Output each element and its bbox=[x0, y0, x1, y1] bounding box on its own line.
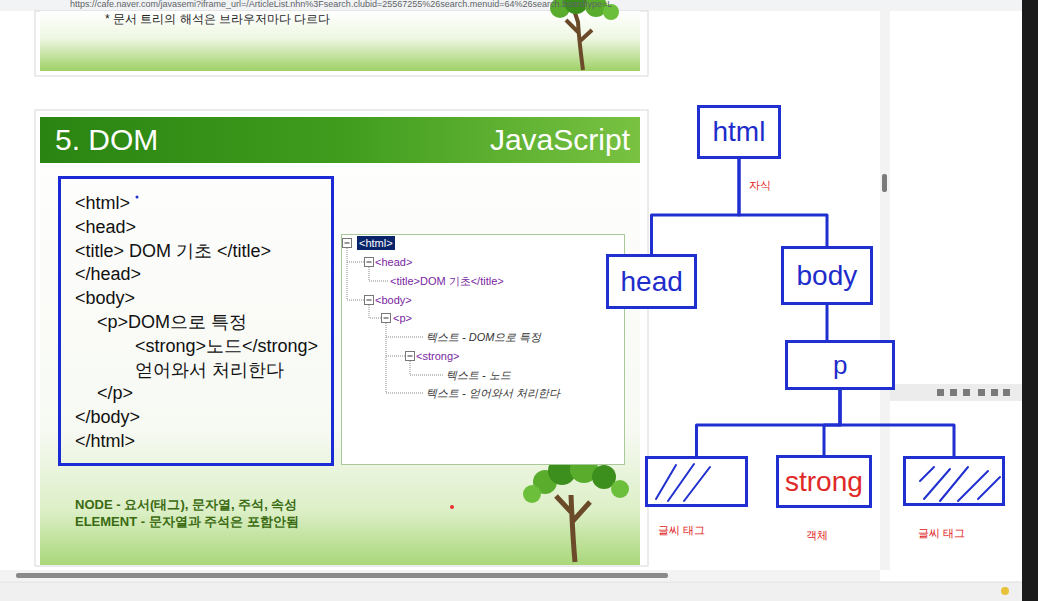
tree-item: <html> bbox=[357, 236, 395, 250]
side-panel bbox=[890, 11, 1022, 384]
element-box: head bbox=[606, 254, 697, 309]
element-box: strong객체 bbox=[776, 455, 872, 508]
tree-connector bbox=[697, 390, 841, 456]
element-box: p bbox=[785, 340, 895, 390]
tree-connector bbox=[840, 390, 954, 456]
code-line: </body> bbox=[75, 406, 140, 428]
tree-item: <title>DOM 기초</title> bbox=[390, 274, 504, 288]
code-line: </html> bbox=[75, 430, 135, 452]
status-bar bbox=[0, 582, 1022, 601]
text-node-box: 글씨 태그 bbox=[645, 456, 748, 507]
side-panel bbox=[991, 389, 998, 396]
hatch-lines bbox=[648, 459, 745, 504]
annotation-label: 자식 bbox=[749, 178, 771, 192]
definition-note: ELEMENT - 문자열과 주석은 포함안됨 bbox=[75, 514, 299, 530]
code-line: </head> bbox=[75, 263, 141, 285]
tree-illustration bbox=[523, 455, 629, 562]
pointer-dot bbox=[136, 196, 139, 199]
scrollbar bbox=[16, 573, 668, 578]
tree-item: <head> bbox=[375, 255, 412, 269]
side-panel bbox=[963, 389, 970, 396]
status-bar bbox=[0, 582, 1022, 601]
side-panel bbox=[1003, 389, 1010, 396]
previous-slide bbox=[35, 11, 648, 76]
code-line: <html> bbox=[75, 192, 130, 214]
scrollbar bbox=[880, 11, 890, 570]
tree-view-panel bbox=[347, 248, 443, 393]
code-line: <title> DOM 기초 </title> bbox=[75, 240, 271, 262]
pointer-dot bbox=[450, 505, 454, 509]
code-box: <html><head><title> DOM 기초 </title></hea… bbox=[58, 176, 334, 466]
tree-item: 텍스트 - DOM으로 특정 bbox=[426, 330, 542, 344]
tree-connector bbox=[826, 305, 829, 340]
tree-view-panel bbox=[341, 234, 625, 465]
node-label: html bbox=[713, 115, 766, 149]
side-panel bbox=[1022, 0, 1038, 601]
slide-subject: JavaScript bbox=[490, 123, 630, 157]
tree-view-panel bbox=[345, 243, 413, 356]
slide-frame bbox=[40, 116, 640, 565]
slide-title: 5. DOM bbox=[55, 123, 158, 157]
code-line: <strong>노드</strong> bbox=[135, 335, 318, 357]
annotation-label: 글씨 태그 bbox=[918, 526, 965, 540]
slide-frame bbox=[35, 110, 648, 566]
side-panel bbox=[890, 401, 1022, 582]
tree-connector bbox=[824, 390, 840, 455]
browser-bar bbox=[0, 0, 1038, 11]
tree-view-box: <html> <head> <title>DOM 기초</title> <body> <… bbox=[341, 234, 625, 465]
tree-view-panel bbox=[341, 234, 625, 465]
side-panel bbox=[950, 389, 957, 396]
hatch-line bbox=[978, 477, 1000, 499]
hatch-line bbox=[668, 464, 694, 501]
hatch-line bbox=[958, 471, 988, 501]
slide-frame bbox=[40, 117, 640, 163]
scrollbar bbox=[0, 570, 880, 581]
scrollbar bbox=[882, 174, 887, 192]
side-panel bbox=[937, 389, 944, 396]
code-line: </p> bbox=[97, 382, 133, 404]
tree-item: 텍스트 - 얻어와서 처리한다 bbox=[426, 386, 560, 400]
status-bar bbox=[1001, 587, 1009, 595]
code-line: <p>DOM으로 특정 bbox=[97, 311, 247, 333]
code-line: <body> bbox=[75, 287, 135, 309]
slide-note: * 문서 트리의 해석은 브라우저마다 다르다 bbox=[105, 12, 330, 27]
element-box: html bbox=[697, 105, 781, 159]
tree-illustration bbox=[556, 495, 590, 562]
tree-illustration bbox=[611, 480, 629, 498]
tree-illustration bbox=[523, 485, 541, 503]
tree-item: <body> bbox=[375, 293, 412, 307]
side-panel bbox=[890, 384, 1022, 401]
hatch-line bbox=[684, 467, 710, 501]
node-label: body bbox=[797, 259, 858, 293]
tree-connector bbox=[739, 159, 827, 246]
previous-slide bbox=[40, 11, 640, 71]
node-label: strong bbox=[785, 465, 863, 499]
tree-item: <strong> bbox=[416, 349, 459, 363]
tree-connector bbox=[652, 159, 740, 254]
slide-frame bbox=[35, 110, 648, 566]
node-label: p bbox=[833, 350, 847, 381]
side-panel bbox=[978, 389, 985, 396]
definition-note: NODE - 요서(태그), 문자열, 주석, 속성 bbox=[75, 497, 297, 513]
scrollbar bbox=[0, 11, 890, 581]
status-bar bbox=[0, 582, 1022, 583]
address-text: https://cafe.naver.com/javasemi?iframe_u… bbox=[70, 0, 612, 10]
tree-item: 텍스트 - 노드 bbox=[446, 368, 511, 382]
hatch-line bbox=[920, 467, 934, 481]
code-line: <head> bbox=[75, 216, 136, 238]
hatch-lines bbox=[906, 459, 1002, 503]
node-label: head bbox=[621, 265, 683, 299]
tree-item: <p> bbox=[393, 311, 412, 325]
code-line: 얻어와서 처리한다 bbox=[135, 359, 284, 381]
previous-slide bbox=[35, 11, 648, 76]
annotation-label: 글씨 태그 bbox=[658, 523, 705, 537]
tree-illustration bbox=[550, 0, 619, 70]
browser-bar bbox=[0, 0, 1038, 11]
element-box: body bbox=[781, 246, 873, 305]
side-panel bbox=[890, 0, 1038, 601]
annotation-label: 객체 bbox=[806, 528, 828, 542]
tree-illustration bbox=[566, 10, 592, 70]
text-node-box: 글씨 태그 bbox=[903, 456, 1005, 506]
